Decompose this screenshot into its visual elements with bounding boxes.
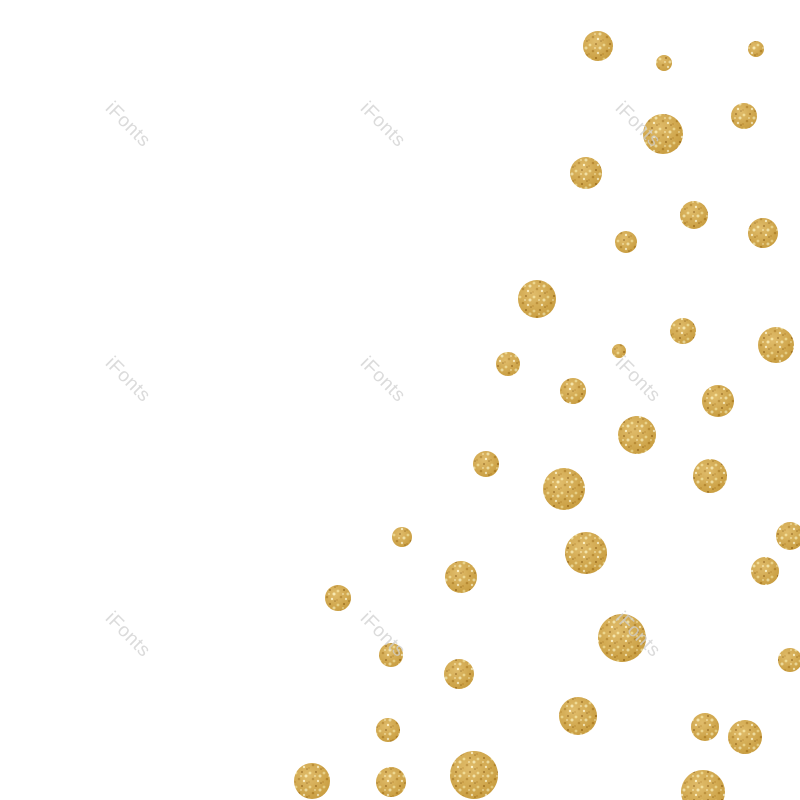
gold-glitter-dot-shading: [444, 659, 474, 689]
gold-glitter-dot-shading: [751, 557, 779, 585]
gold-glitter-dot-shading: [731, 103, 757, 129]
gold-glitter-dot-shading: [518, 280, 556, 318]
gold-glitter-dot-shading: [693, 459, 727, 493]
gold-glitter-dot-shading: [612, 344, 626, 358]
gold-glitter-dot-shading: [681, 770, 725, 800]
gold-glitter-dot-shading: [643, 114, 683, 154]
gold-glitter-dot-shading: [565, 532, 607, 574]
gold-glitter-dot-shading: [543, 468, 585, 510]
gold-glitter-dot-shading: [691, 713, 719, 741]
gold-glitter-dot-shading: [473, 451, 499, 477]
gold-glitter-dot-shading: [583, 31, 613, 61]
gold-glitter-dot-shading: [758, 327, 794, 363]
gold-glitter-dot-shading: [598, 614, 646, 662]
gold-glitter-dot-shading: [376, 718, 400, 742]
gold-glitter-dot-shading: [776, 522, 800, 550]
gold-glitter-dot-shading: [392, 527, 412, 547]
gold-glitter-dot-shading: [294, 763, 330, 799]
gold-glitter-dot-shading: [702, 385, 734, 417]
gold-glitter-dot-shading: [445, 561, 477, 593]
gold-glitter-dot-shading: [560, 378, 586, 404]
gold-glitter-dot-shading: [379, 643, 403, 667]
gold-glitter-dot-shading: [376, 767, 406, 797]
gold-glitter-dot-shading: [680, 201, 708, 229]
gold-glitter-dot-shading: [670, 318, 696, 344]
gold-glitter-dot-shading: [450, 751, 498, 799]
gold-glitter-dot-shading: [325, 585, 351, 611]
gold-dots-group: [294, 31, 800, 800]
gold-glitter-dot-shading: [748, 218, 778, 248]
gold-glitter-dot-shading: [778, 648, 800, 672]
gold-glitter-dot-shading: [615, 231, 637, 253]
gold-glitter-dot-shading: [570, 157, 602, 189]
gold-glitter-dot-shading: [559, 697, 597, 735]
gold-glitter-dot-shading: [618, 416, 656, 454]
gold-glitter-dot-shading: [496, 352, 520, 376]
gold-glitter-dot-shading: [748, 41, 764, 57]
gold-glitter-dot-shading: [728, 720, 762, 754]
gold-glitter-dot-shading: [656, 55, 672, 71]
